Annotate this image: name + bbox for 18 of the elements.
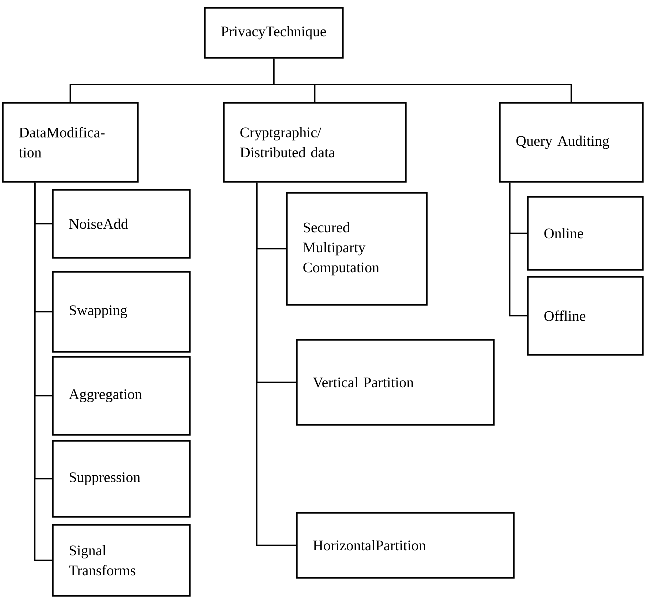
tree-box: Secured Multiparty Computation bbox=[286, 192, 428, 306]
tree-box: Offline bbox=[527, 276, 644, 356]
tree-box: Vertical Partition bbox=[296, 339, 495, 426]
connector-line bbox=[273, 58, 572, 102]
tree-box: DataModifica-tion bbox=[2, 102, 139, 183]
tree-box: Online bbox=[527, 196, 644, 271]
tree-box: Signal Transforms bbox=[52, 524, 191, 597]
tree-box: NoiseAdd bbox=[52, 189, 191, 259]
connector-line bbox=[509, 182, 528, 317]
tree-box: Swapping bbox=[52, 271, 191, 353]
tree-box: PrivacyTechnique bbox=[204, 7, 344, 59]
tree-box: Query Auditing bbox=[499, 102, 644, 183]
connector-line bbox=[34, 182, 52, 562]
tree-box: Aggregation bbox=[52, 356, 191, 436]
connector-line bbox=[256, 182, 296, 546]
tree-box: Cryptgraphic/ Distributed data bbox=[223, 102, 407, 183]
tree-box: HorizontalPartition bbox=[296, 512, 515, 579]
tree-box: Suppression bbox=[52, 440, 191, 518]
